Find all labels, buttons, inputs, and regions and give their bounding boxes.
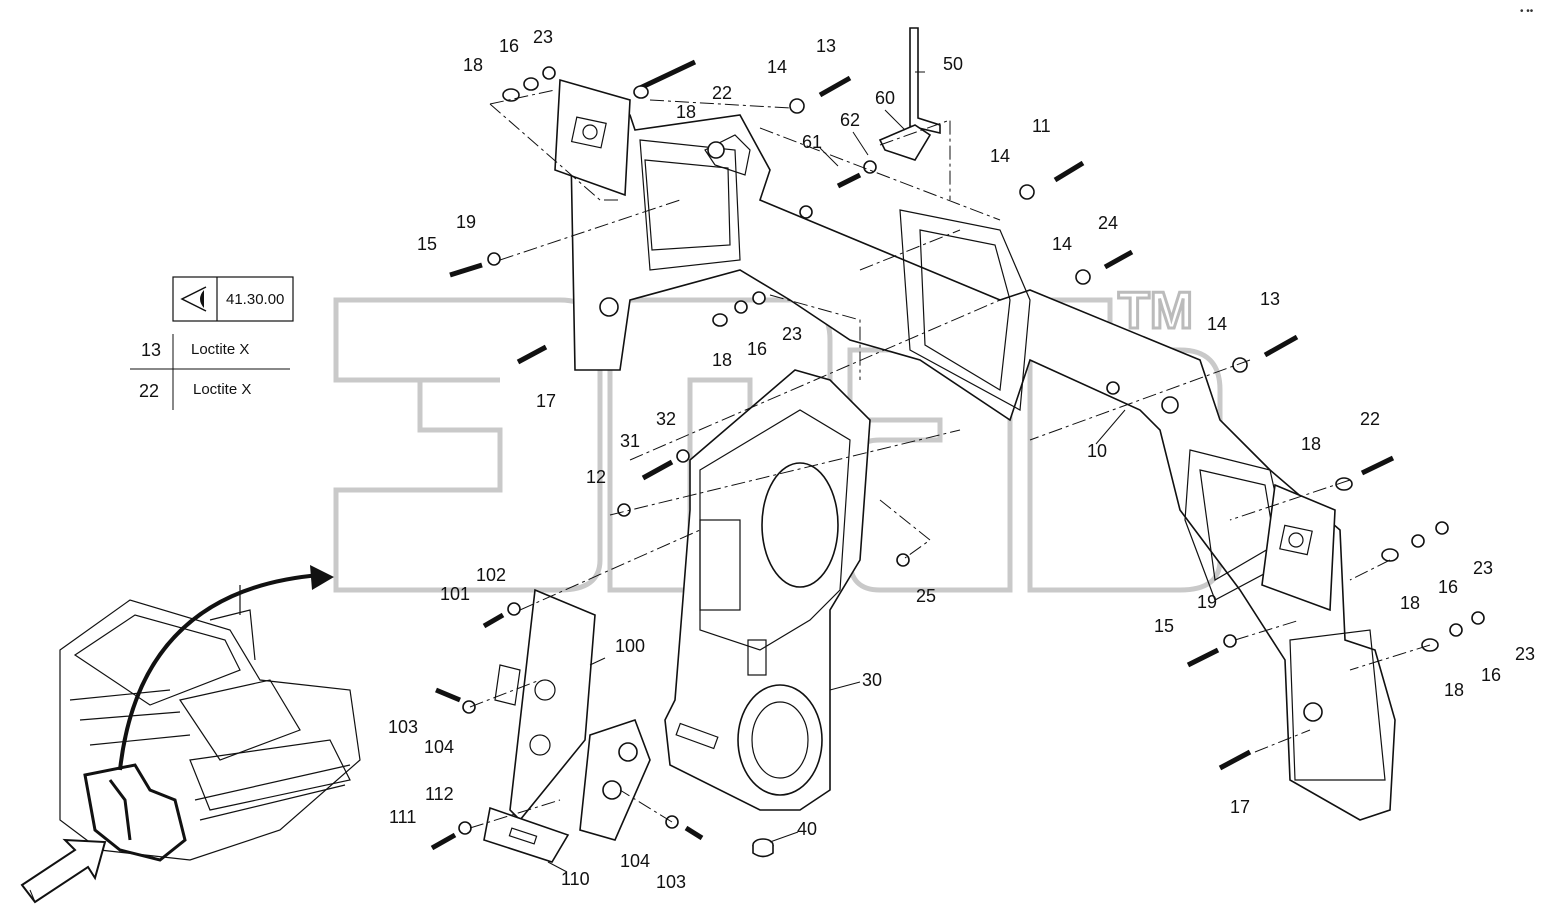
callout-label: 19: [1197, 592, 1217, 612]
note-part: 22: [139, 381, 159, 401]
plug-cap: [752, 838, 774, 858]
callout-label: 112: [425, 784, 454, 804]
machine-overview-illustration: [20, 565, 361, 904]
callout-label: 16: [1481, 665, 1501, 685]
callout-label: 102: [476, 565, 506, 585]
main-frame-plate: [569, 98, 1396, 821]
callout-label: 18: [712, 350, 732, 370]
reference-code: 41.30.00: [226, 291, 284, 308]
callout-label: 104: [620, 851, 650, 871]
callout-label: 18: [1400, 593, 1420, 613]
callout-label: 18: [1301, 434, 1321, 454]
callout-label: 61: [802, 132, 822, 152]
callout-label: 31: [620, 431, 640, 451]
hook-bracket: [909, 27, 941, 135]
callout-label: 18: [676, 102, 696, 122]
callout-label: 18: [463, 55, 483, 75]
clip-bracket: [878, 124, 932, 161]
callout-label: 14: [990, 146, 1010, 166]
cover-plate: [494, 588, 596, 822]
callout-label: 16: [499, 36, 519, 56]
callout-label: 14: [767, 57, 787, 77]
callout-label: 62: [840, 110, 860, 130]
callout-label: 11: [1032, 116, 1051, 136]
leader-lines: [547, 71, 1126, 873]
fasteners: [430, 59, 1485, 851]
callout-label: 16: [747, 339, 767, 359]
callout-label: 14: [1207, 314, 1227, 334]
side-bracket-plate-right: [1261, 483, 1336, 612]
callout-label: 14: [1052, 234, 1072, 254]
callout-label: 23: [1515, 644, 1535, 664]
callout-label: 15: [417, 234, 437, 254]
callout-label: 10: [1087, 441, 1107, 461]
callout-label: 111: [389, 807, 416, 827]
note-part: 13: [141, 340, 161, 360]
callout-label: 40: [797, 819, 817, 839]
callout-label: 12: [586, 467, 606, 487]
callout-label: 23: [1473, 558, 1493, 578]
note-text: Loctite X: [193, 381, 251, 398]
callout-label: 13: [816, 36, 836, 56]
bushing-bracket: [579, 718, 651, 841]
callout-label: 103: [388, 717, 418, 737]
callout-label: 16: [1438, 577, 1458, 597]
callout-label: 25: [916, 586, 936, 606]
callout-label: 15: [1154, 616, 1174, 636]
note-text: Loctite X: [191, 341, 249, 358]
callout-label: 13: [1260, 289, 1280, 309]
callout-label: 22: [1360, 409, 1380, 429]
assembly-centerlines: [469, 89, 1431, 829]
callout-label: 17: [536, 391, 556, 411]
corner-mark: • ••: [1520, 6, 1534, 17]
view-eye-icon: [180, 286, 207, 312]
callout-label: 23: [533, 27, 553, 47]
callout-label: 60: [875, 88, 895, 108]
side-bracket-plate-left: [554, 78, 631, 197]
callout-label: 50: [943, 54, 963, 74]
callout-label: 22: [712, 83, 732, 103]
callout-label: 110: [561, 869, 590, 889]
gear-housing: [664, 369, 871, 811]
callout-label: 30: [862, 670, 882, 690]
callout-label: 17: [1230, 797, 1250, 817]
callout-label: 100: [615, 636, 645, 656]
callout-label: 103: [656, 872, 686, 892]
callout-label: 19: [456, 212, 476, 232]
callout-label: 101: [440, 584, 470, 604]
notes-table: 13 Loctite X 22 Loctite X: [130, 334, 290, 410]
callout-label: 32: [656, 409, 676, 429]
callout-label: 24: [1098, 213, 1118, 233]
callout-label: 18: [1444, 680, 1464, 700]
view-direction-arrow: [20, 838, 107, 904]
callout-labels: 10 11 12 13 13 14 14 14 14 15 15 16 16 1…: [388, 27, 1535, 892]
callout-label: 23: [782, 324, 802, 344]
reference-box: 41.30.00: [172, 276, 294, 322]
callout-label: 104: [424, 737, 454, 757]
small-plate: [483, 806, 570, 863]
